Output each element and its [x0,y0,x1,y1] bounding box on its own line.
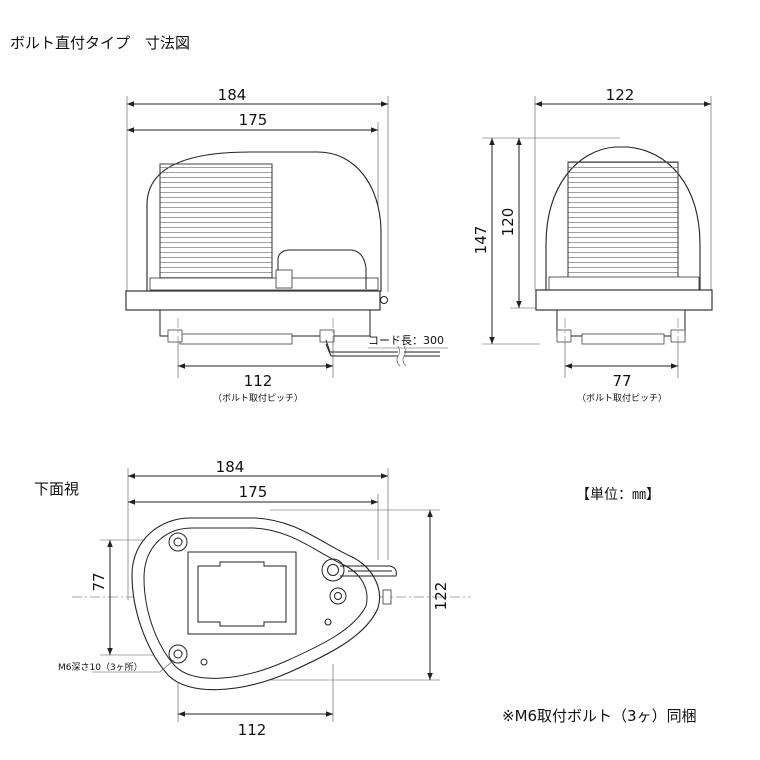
bottom-pitch-y: 77 [90,572,108,591]
side-lens [567,161,679,281]
side-pitch: 77 [612,372,631,390]
front-lens [159,163,273,281]
bottom-view-title: 下面視 [34,480,80,498]
front-view: 184 175 112 （ボルト取付ピッチ） コード長：300 [125,86,448,404]
side-view: 122 147 120 77 （ボルト取付ピッチ） [472,86,713,404]
front-pitch: 112 [244,372,273,390]
unit-label: 【単位：㎜】 [576,487,660,503]
bottom-width-inner: 175 [239,483,268,501]
front-flange [125,290,381,311]
side-height-total: 147 [472,226,490,255]
bolt-note: ※M6取付ボルト（3ヶ）同梱 [502,707,697,725]
side-flange [535,289,713,311]
bottom-pitch-x: 112 [238,721,267,739]
cord-length-label: コード長：300 [368,334,444,347]
hole-note: M6深さ10（3ヶ所） [58,662,143,673]
front-width-outer: 184 [218,86,247,104]
bottom-view: 184 175 77 112 122 M6深さ10（3ヶ所） [58,458,470,739]
bottom-depth: 122 [432,582,450,611]
front-pitch-note: （ボルト取付ピッチ） [213,393,303,404]
side-height-body: 120 [499,208,517,237]
side-width: 122 [606,86,635,104]
page-title: ボルト直付タイプ 寸法図 [10,34,191,52]
side-pitch-note: （ボルト取付ピッチ） [577,393,667,404]
bottom-width-outer: 184 [216,458,245,476]
front-width-inner: 175 [239,111,268,129]
